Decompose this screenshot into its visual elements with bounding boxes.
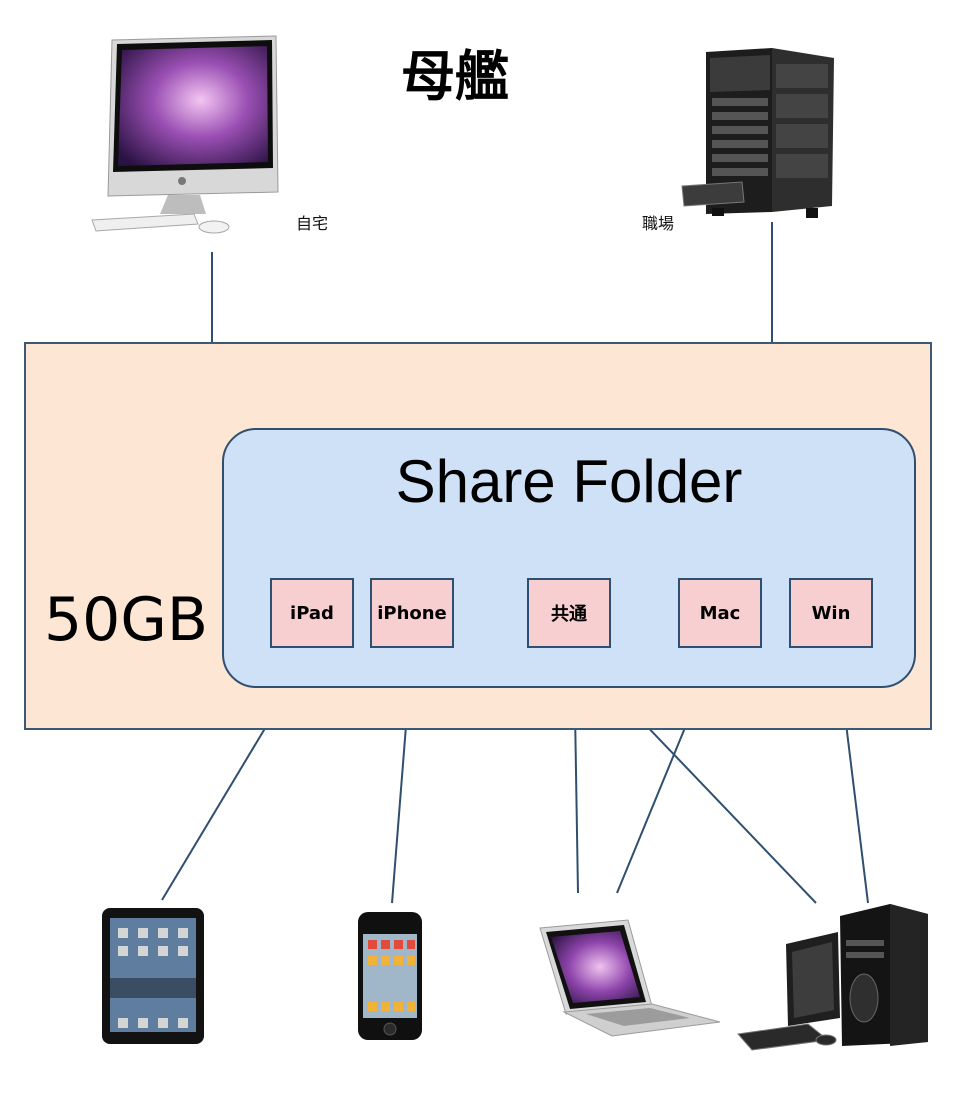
folder-common: 共通 [527, 578, 611, 648]
share-folder-title: Share Folder [395, 448, 743, 515]
folder-win: Win [789, 578, 873, 648]
imac-icon [91, 35, 279, 234]
folder-mac: Mac [678, 578, 762, 648]
windows-pc-icon [737, 904, 928, 1051]
diagram-title: 母艦 [401, 45, 509, 108]
home-label: 自宅 [296, 214, 329, 233]
ipad-icon [102, 908, 204, 1044]
folder-iphone: iPhone [370, 578, 454, 648]
folder-ipad: iPad [270, 578, 354, 648]
server-tower-icon [681, 48, 834, 218]
work-label: 職場 [642, 214, 675, 233]
iphone-icon [358, 912, 422, 1040]
storage-capacity: 50GB [44, 585, 209, 655]
macbook-air-icon [539, 919, 721, 1037]
